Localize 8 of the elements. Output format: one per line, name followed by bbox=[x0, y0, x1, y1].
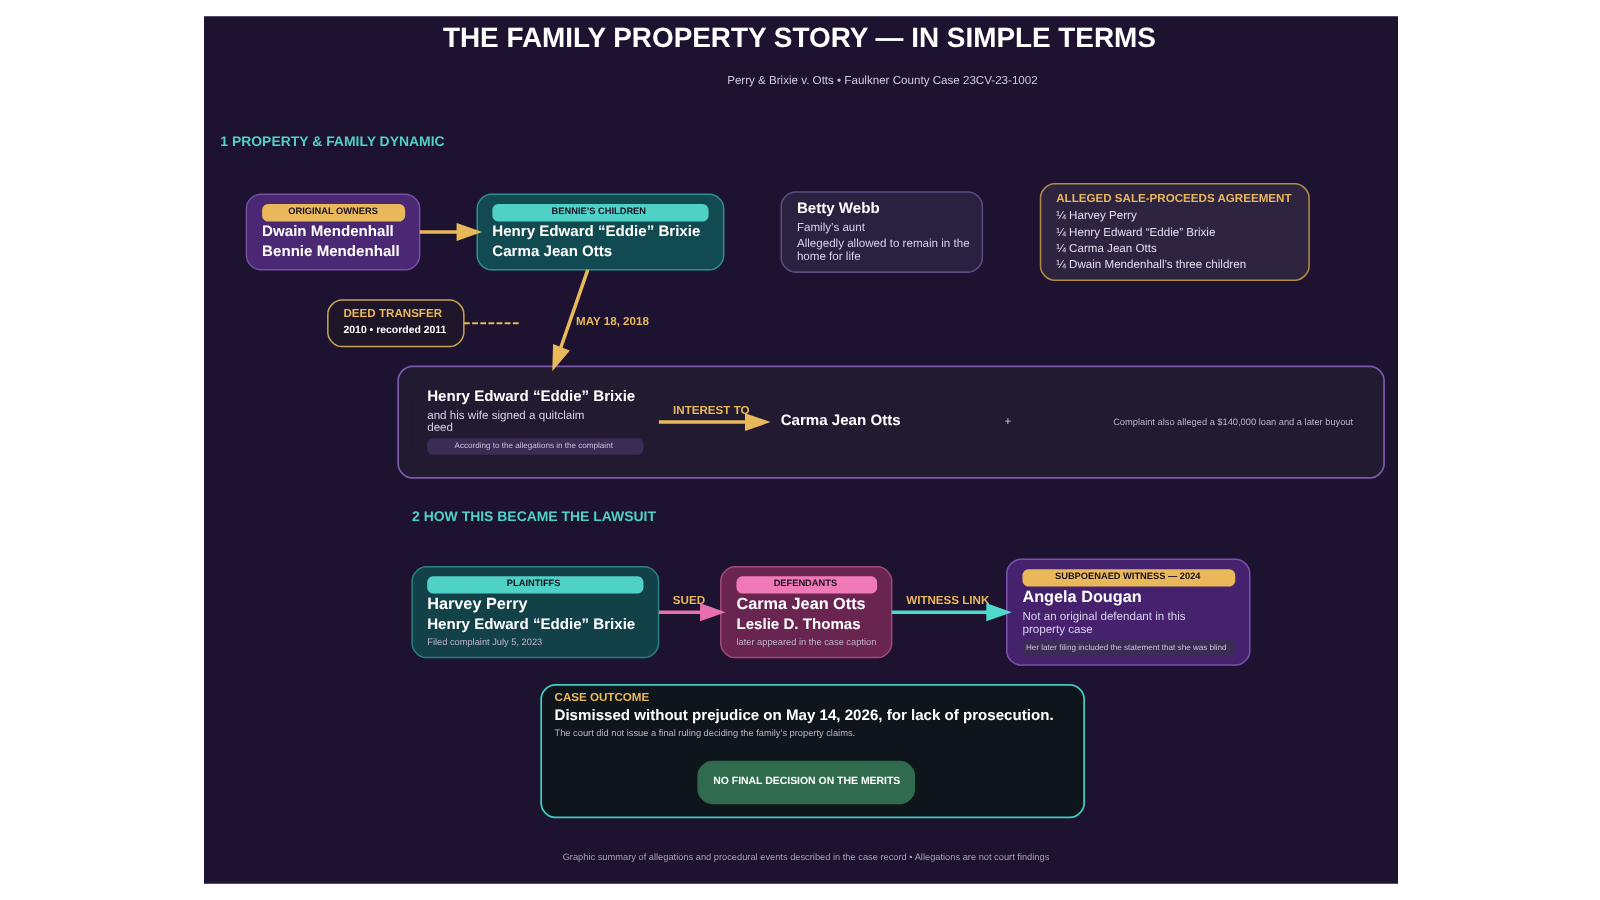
connector bbox=[462, 322, 521, 325]
arrow bbox=[418, 223, 482, 241]
diagram-title: THE FAMILY PROPERTY STORY — IN SIMPLE TERMS bbox=[441, 20, 1155, 53]
arrow bbox=[657, 603, 725, 622]
arrow bbox=[890, 603, 1011, 622]
arrow bbox=[551, 269, 589, 372]
arrow bbox=[657, 413, 770, 432]
cluster bbox=[396, 365, 1384, 479]
